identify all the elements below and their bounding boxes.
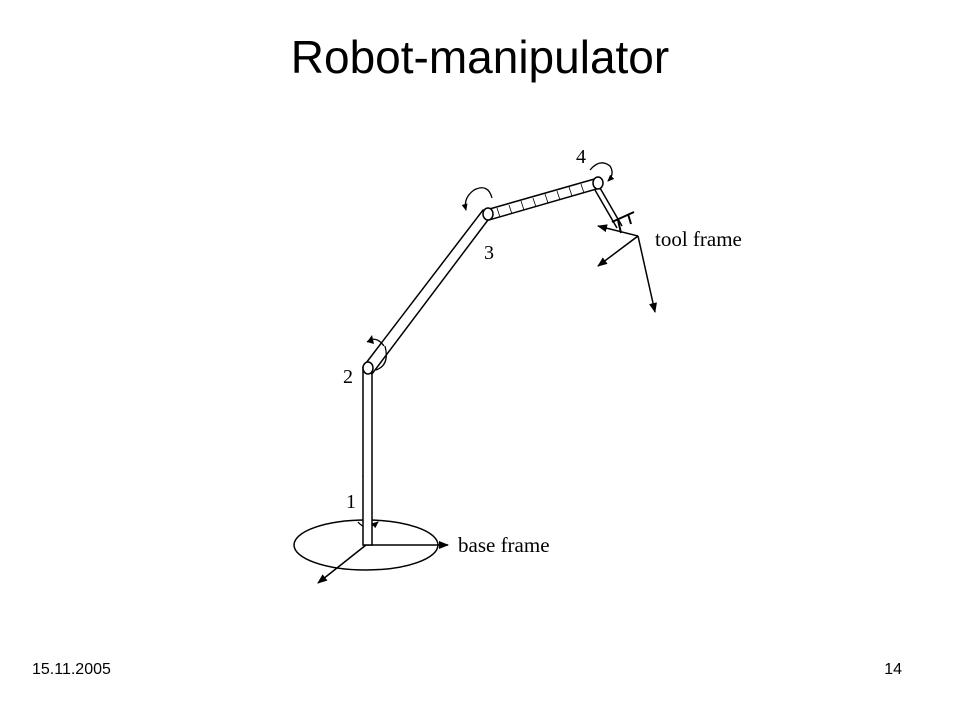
base-frame-y-axis: [317, 544, 367, 584]
tool-frame-label: tool frame: [655, 227, 742, 251]
slide-title: Robot-manipulator: [290, 31, 670, 83]
joint-3-label: 3: [484, 242, 494, 264]
joint-2-arrowhead: [367, 335, 374, 344]
base-frame-label: base frame: [458, 533, 550, 557]
joint-4-circle: [592, 176, 604, 190]
tool-frame-axis-1: [597, 224, 639, 237]
link-3: [485, 177, 601, 221]
joint-2-circle: [362, 361, 374, 375]
link-3-hatching: [496, 183, 585, 218]
joint-1-label: 1: [346, 491, 356, 513]
tool-frame-axis-2: [597, 235, 639, 267]
joint-4-rotation-arrow: [589, 162, 615, 182]
joint-2-label: 2: [343, 366, 353, 388]
link-1: [362, 367, 373, 546]
joint-4-label: 4: [576, 146, 586, 168]
joint-3-rotation-arrow: [461, 187, 493, 211]
tool-frame-axis-3: [637, 235, 657, 313]
page-number: 14: [884, 661, 902, 678]
joint-3-circle: [482, 207, 494, 221]
tool-gripper: [611, 211, 635, 234]
link-2: [361, 208, 493, 376]
footer-date: 15.11.2005: [32, 661, 111, 678]
